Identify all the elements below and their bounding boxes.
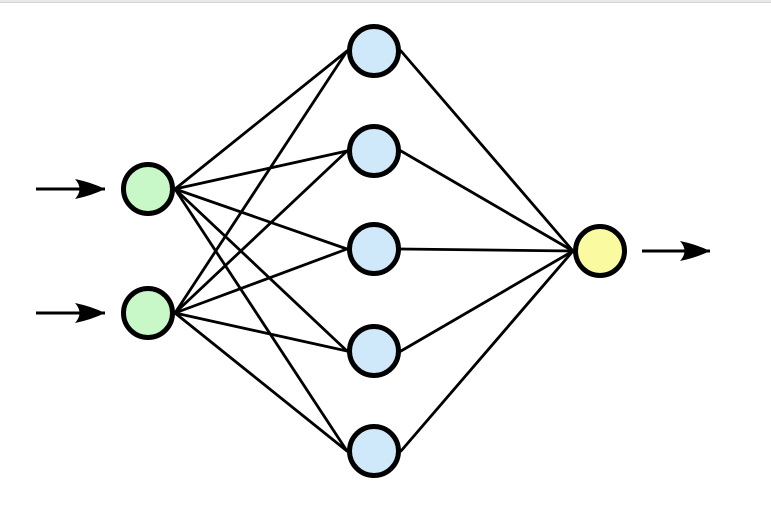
edge-h2-o1 — [399, 149, 575, 253]
edge-i2-h1 — [173, 49, 349, 315]
edge-i1-h3 — [173, 187, 349, 251]
edge-i2-h4 — [173, 311, 349, 353]
io-arrows-group — [36, 179, 710, 323]
edge-h3-o1 — [399, 247, 575, 253]
edge-i2-h5 — [173, 311, 349, 453]
hidden-node-5 — [347, 424, 401, 478]
input-node-2 — [121, 286, 175, 340]
edge-i1-h1 — [173, 49, 349, 191]
hidden-node-3 — [347, 222, 401, 276]
edge-h5-o1 — [399, 249, 575, 453]
edges-group — [173, 49, 575, 453]
edge-h4-o1 — [399, 249, 575, 353]
output-node-1 — [573, 224, 627, 278]
hidden-node-2 — [347, 124, 401, 178]
hidden-node-1 — [347, 24, 401, 78]
edge-i1-h4 — [173, 187, 349, 353]
hidden-node-4 — [347, 324, 401, 378]
edge-i1-h2 — [173, 149, 349, 191]
input-node-1 — [121, 162, 175, 216]
nodes-group — [121, 24, 627, 478]
edge-i2-h2 — [173, 149, 349, 315]
window-top-border — [0, 0, 771, 3]
edge-i2-h3 — [173, 247, 349, 315]
edge-i1-h5 — [173, 187, 349, 453]
edge-h1-o1 — [399, 49, 575, 253]
